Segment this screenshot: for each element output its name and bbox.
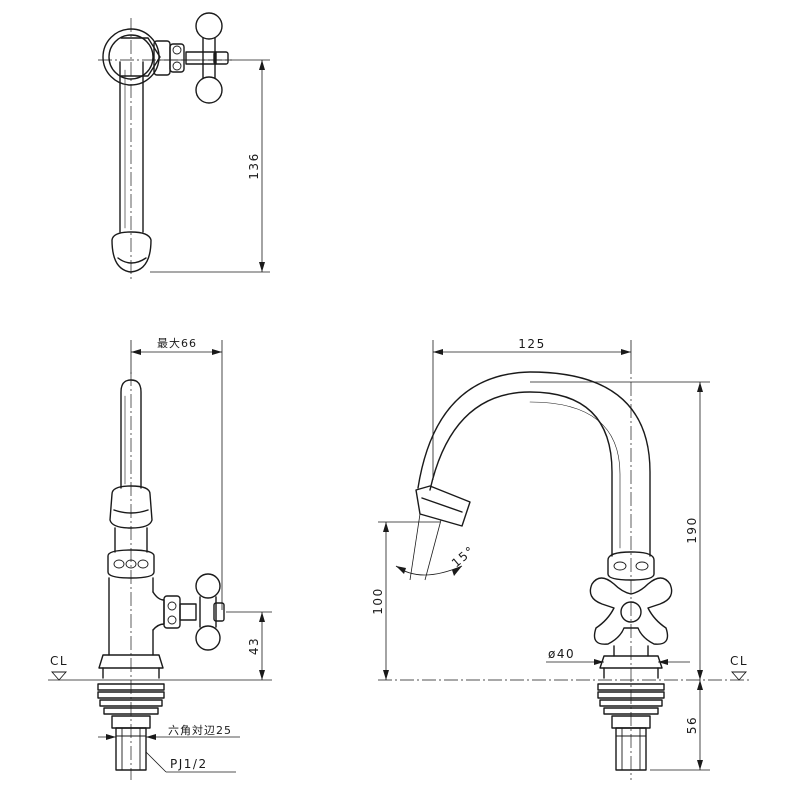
angle-15-label: 15° bbox=[449, 543, 478, 570]
dimension-125-label: 125 bbox=[518, 337, 545, 351]
dimension-max66-label: 最大66 bbox=[157, 336, 197, 350]
dimension-136-label: 136 bbox=[247, 152, 261, 179]
dimension-190-label: 190 bbox=[685, 516, 699, 543]
top-view: 136 bbox=[98, 12, 270, 282]
hex-across-flats-label: 六角対辺25 bbox=[168, 723, 232, 737]
thread-label: PJ1/2 bbox=[170, 757, 208, 771]
dimension-diameter-label: ø40 bbox=[548, 647, 575, 661]
side-view: 最大66 43 CL 六角対辺25 PJ1/2 bbox=[48, 336, 272, 780]
front-view: 15° 125 190 bbox=[371, 337, 752, 780]
dimension-56-label: 56 bbox=[685, 716, 699, 734]
dimension-43-label: 43 bbox=[247, 637, 261, 655]
cl-left-label: CL bbox=[50, 654, 68, 668]
dimension-100-label: 100 bbox=[371, 587, 385, 614]
cl-right-label: CL bbox=[730, 654, 748, 668]
